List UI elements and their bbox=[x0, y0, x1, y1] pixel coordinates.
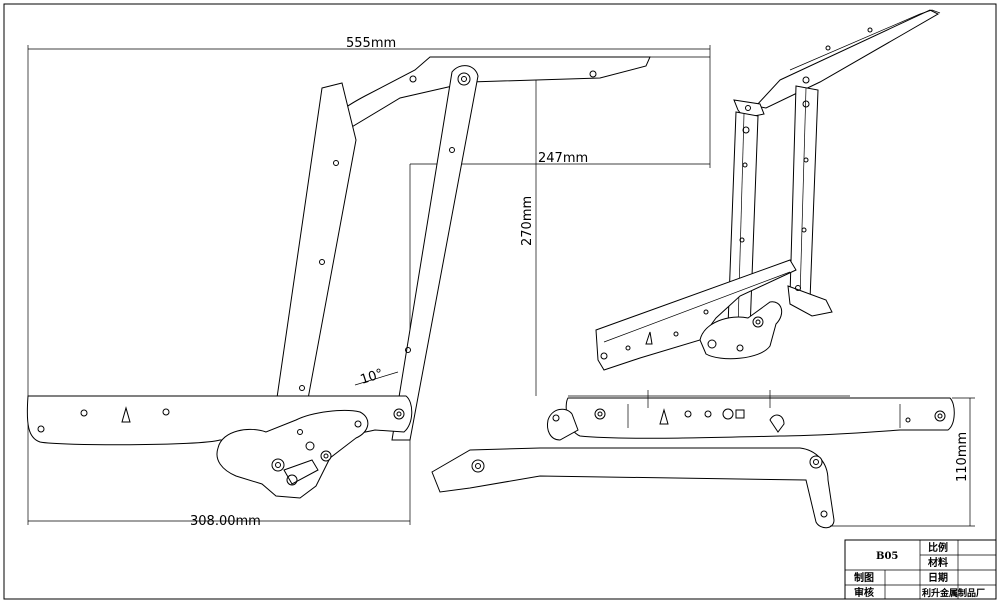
dimension-270: 270mm bbox=[520, 57, 537, 396]
dimension-555: 555mm bbox=[27, 36, 711, 396]
title-block-company: 利升金属制品厂 bbox=[921, 587, 985, 599]
iso-upper-bracket bbox=[755, 9, 940, 109]
dimension-247-label: 247mm bbox=[538, 151, 588, 166]
folded-cam bbox=[547, 408, 579, 441]
dimension-270-label: 270mm bbox=[520, 196, 535, 246]
iso-gear-mechanism bbox=[699, 301, 783, 360]
folded-lower-arm bbox=[431, 447, 835, 529]
side-view: 555mm 247mm 270mm 308.00mm 10° bbox=[26, 36, 711, 529]
folded-view: 110mm bbox=[431, 390, 975, 529]
left-link bbox=[271, 82, 357, 447]
lower-mechanism bbox=[216, 409, 369, 499]
dimension-110: 110mm bbox=[830, 397, 975, 527]
top-arm bbox=[329, 56, 651, 132]
title-block-drawn-label: 制图 bbox=[854, 571, 874, 584]
right-link bbox=[391, 65, 479, 441]
isometric-view bbox=[595, 9, 941, 371]
title-block-scale-label: 比例 bbox=[928, 541, 948, 554]
title-block-model: B05 bbox=[876, 551, 898, 562]
title-block-date-label: 日期 bbox=[928, 571, 948, 584]
angle-10: 10° bbox=[354, 366, 399, 388]
dimension-110-label: 110mm bbox=[955, 432, 970, 482]
folded-top-rail bbox=[565, 397, 955, 439]
dimension-555-label: 555mm bbox=[346, 36, 396, 51]
dimension-308-label: 308.00mm bbox=[190, 514, 261, 529]
title-block: B05 比例 材料 制图 日期 审核 利升金属制品厂 bbox=[844, 539, 997, 600]
drawing-border bbox=[3, 3, 997, 600]
title-block-material-label: 材料 bbox=[928, 556, 948, 569]
title-block-checked-label: 审核 bbox=[854, 586, 874, 599]
angle-10-label: 10° bbox=[359, 366, 386, 387]
